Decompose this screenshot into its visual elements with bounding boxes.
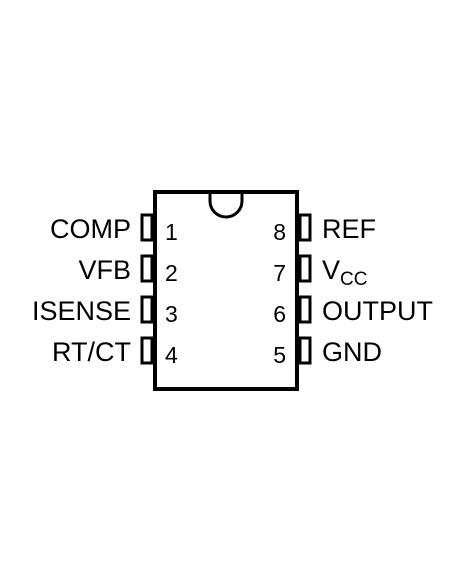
orientation-notch: [208, 192, 244, 219]
pin-name-7-subscript: CC: [340, 269, 367, 290]
pin-leg-1: [140, 213, 154, 242]
pin-number-6: 6: [273, 301, 286, 327]
pin-leg-5: [298, 336, 312, 365]
pin-name-2: VFB: [78, 255, 131, 285]
pin-name-8: REF: [322, 214, 376, 244]
pin-number-2: 2: [165, 260, 178, 286]
pin-number-8: 8: [273, 219, 286, 245]
ic-package-body: [153, 190, 299, 391]
pin-leg-7: [298, 254, 312, 283]
pin-name-5: GND: [322, 337, 382, 367]
pin-name-4: RT/CT: [52, 337, 131, 367]
pin-number-4: 4: [165, 342, 178, 368]
pin-leg-8: [298, 213, 312, 242]
pin-name-3: ISENSE: [32, 296, 131, 326]
pin-name-6: OUTPUT: [322, 296, 433, 326]
pin-leg-3: [140, 295, 154, 324]
pin-number-1: 1: [165, 219, 178, 245]
pin-leg-6: [298, 295, 312, 324]
pin-leg-2: [140, 254, 154, 283]
pin-number-5: 5: [273, 342, 286, 368]
pin-name-7: VCC: [322, 255, 367, 290]
pin-leg-4: [140, 336, 154, 365]
pin-number-3: 3: [165, 301, 178, 327]
pin-name-1: COMP: [50, 214, 131, 244]
pin-name-7-main: V: [322, 255, 340, 285]
pin-number-7: 7: [273, 260, 286, 286]
